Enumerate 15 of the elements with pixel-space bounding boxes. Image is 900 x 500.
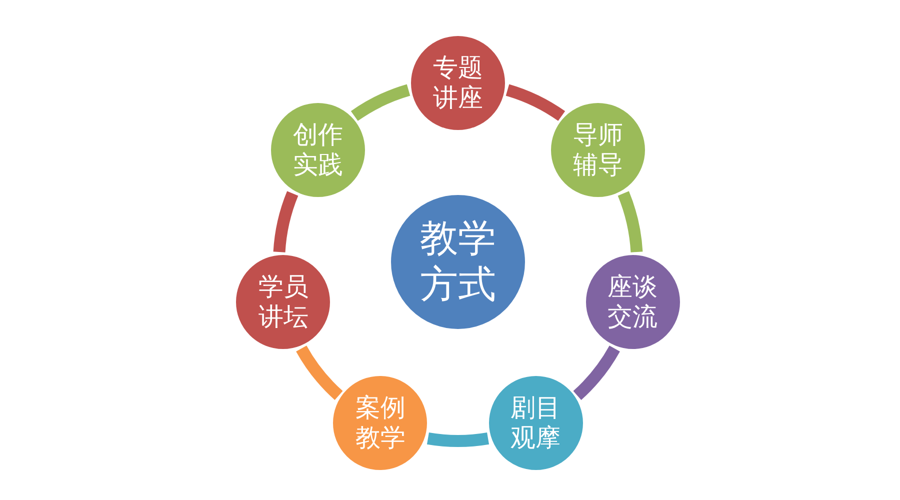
center-label: 教学方式 <box>419 216 497 308</box>
connector-arc <box>427 432 489 447</box>
connector-arc <box>618 191 643 253</box>
circle-label: 座谈交流 <box>606 272 658 332</box>
circle-label: 剧目观摩 <box>510 393 562 454</box>
connector-arc <box>351 84 410 122</box>
connector-arc <box>506 84 565 122</box>
circle-label: 导师辅导 <box>572 120 624 180</box>
connector-arc <box>573 345 620 400</box>
circle-label: 学员讲坛 <box>258 272 310 332</box>
connector-arc <box>273 191 298 253</box>
circle-label: 创作实践 <box>292 120 344 180</box>
connector-arc <box>296 345 343 400</box>
circle-label: 专题讲座 <box>432 53 484 113</box>
circle-label: 案例教学 <box>354 393 406 454</box>
